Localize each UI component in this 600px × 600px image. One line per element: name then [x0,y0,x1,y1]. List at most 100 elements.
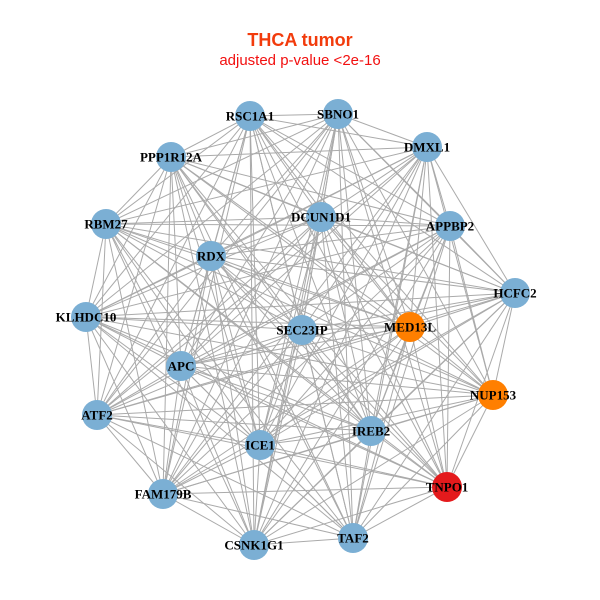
edge-DMXL1-TNPO1 [426,146,448,488]
edge-NUP153-TNPO1 [446,394,494,488]
node-label: ATF2 [81,408,113,423]
node-HCFC2: HCFC2 [493,278,537,308]
node-RSC1A1: RSC1A1 [226,101,274,131]
edge-DMXL1-MED13L [409,146,428,328]
edge-SEC23IP-CSNK1G1 [253,329,303,546]
edge-HCFC2-SEC23IP [301,292,516,331]
edge-HCFC2-KLHDC10 [85,292,516,318]
edge-HCFC2-NUP153 [492,292,516,396]
edge-RSC1A1-DCUN1D1 [249,115,322,218]
edge-KLHDC10-CSNK1G1 [85,316,255,546]
edge-APC-NUP153 [180,365,494,396]
node-label: CSNK1G1 [224,538,283,553]
edge-RDX-SEC23IP [210,255,303,331]
edge-RBM27-RDX [105,223,212,257]
node-circle [306,202,336,232]
figure-title: THCA tumor [247,30,353,50]
node-label: PPP1R12A [140,150,203,165]
edge-DMXL1-DCUN1D1 [320,146,428,218]
node-circle [432,472,462,502]
edge-KLHDC10-ICE1 [85,316,261,446]
edge-RSC1A1-FAM179B [162,115,251,495]
edge-IREB2-FAM179B [162,430,372,495]
node-circle [91,209,121,239]
edge-ATF2-TAF2 [96,414,354,539]
edge-PPP1R12A-MED13L [170,156,411,328]
edge-SBNO1-PPP1R12A [170,113,339,158]
edge-DCUN1D1-CSNK1G1 [253,216,322,546]
node-circle [196,241,226,271]
node-label: RDX [197,249,226,264]
edge-SEC23IP-TAF2 [301,329,354,539]
edge-CSNK1G1-TAF2 [253,537,354,546]
edge-RBM27-KLHDC10 [85,223,107,318]
edge-MED13L-IREB2 [370,326,411,432]
edge-APPBP2-ICE1 [259,225,451,446]
node-DCUN1D1: DCUN1D1 [291,202,351,232]
node-circle [395,312,425,342]
node-MED13L: MED13L [384,312,436,342]
edge-SEC23IP-APC [180,329,303,367]
edge-DCUN1D1-RDX [210,216,322,257]
edge-HCFC2-FAM179B [162,292,516,495]
edge-RBM27-SEC23IP [105,223,303,331]
edge-MED13L-ICE1 [259,326,411,446]
edge-IREB2-ICE1 [259,430,372,446]
edge-SBNO1-TAF2 [337,113,354,539]
node-circle [323,99,353,129]
edge-DMXL1-SEC23IP [301,146,428,331]
edge-DCUN1D1-SEC23IP [301,216,322,331]
node-label: DCUN1D1 [291,210,351,225]
edge-RSC1A1-TNPO1 [249,115,448,488]
node-label: FAM179B [135,487,192,502]
edge-RBM27-FAM179B [105,223,164,495]
edge-ATF2-ICE1 [96,414,261,446]
edge-PPP1R12A-RDX [170,156,212,257]
edge-HCFC2-ICE1 [259,292,516,446]
edge-DMXL1-PPP1R12A [170,146,428,158]
edge-RSC1A1-HCFC2 [249,115,516,294]
edge-RDX-CSNK1G1 [210,255,255,546]
edge-RSC1A1-APPBP2 [249,115,451,227]
edge-APPBP2-ATF2 [96,225,451,416]
edge-APC-CSNK1G1 [180,365,255,546]
edge-APC-ATF2 [96,365,182,416]
edge-IREB2-TNPO1 [370,430,448,488]
edge-SBNO1-RDX [210,113,339,257]
edge-APPBP2-RBM27 [105,223,451,227]
edge-KLHDC10-IREB2 [85,316,372,432]
edge-DCUN1D1-HCFC2 [320,216,516,294]
node-label: KLHDC10 [56,310,117,325]
edge-DCUN1D1-APC [180,216,322,367]
node-RDX: RDX [196,241,226,271]
edge-KLHDC10-FAM179B [85,316,164,495]
edge-FAM179B-CSNK1G1 [162,493,255,546]
node-circle [245,430,275,460]
node-label: RSC1A1 [226,109,274,124]
node-circle [356,416,386,446]
node-ATF2: ATF2 [81,400,113,430]
edge-SBNO1-KLHDC10 [85,113,339,318]
edge-KLHDC10-TNPO1 [85,316,448,488]
node-ICE1: ICE1 [245,430,275,460]
edge-PPP1R12A-FAM179B [162,156,172,495]
node-circle [239,530,269,560]
edge-RBM27-MED13L [105,223,411,328]
edge-SEC23IP-NUP153 [301,329,494,396]
edge-HCFC2-ATF2 [96,292,516,416]
edge-SEC23IP-FAM179B [162,329,303,495]
edge-ICE1-TAF2 [259,444,354,539]
edge-ATF2-FAM179B [96,414,164,495]
node-circle [166,351,196,381]
node-TNPO1: TNPO1 [426,472,469,502]
edge-RBM27-APC [105,223,182,367]
edge-RDX-TAF2 [210,255,354,539]
node-KLHDC10: KLHDC10 [56,302,117,332]
figure-subtitle: adjusted p-value <2e-16 [219,52,381,69]
edge-IREB2-CSNK1G1 [253,430,372,546]
node-circle [71,302,101,332]
node-label: TNPO1 [426,480,469,495]
edge-DMXL1-RBM27 [105,146,428,225]
